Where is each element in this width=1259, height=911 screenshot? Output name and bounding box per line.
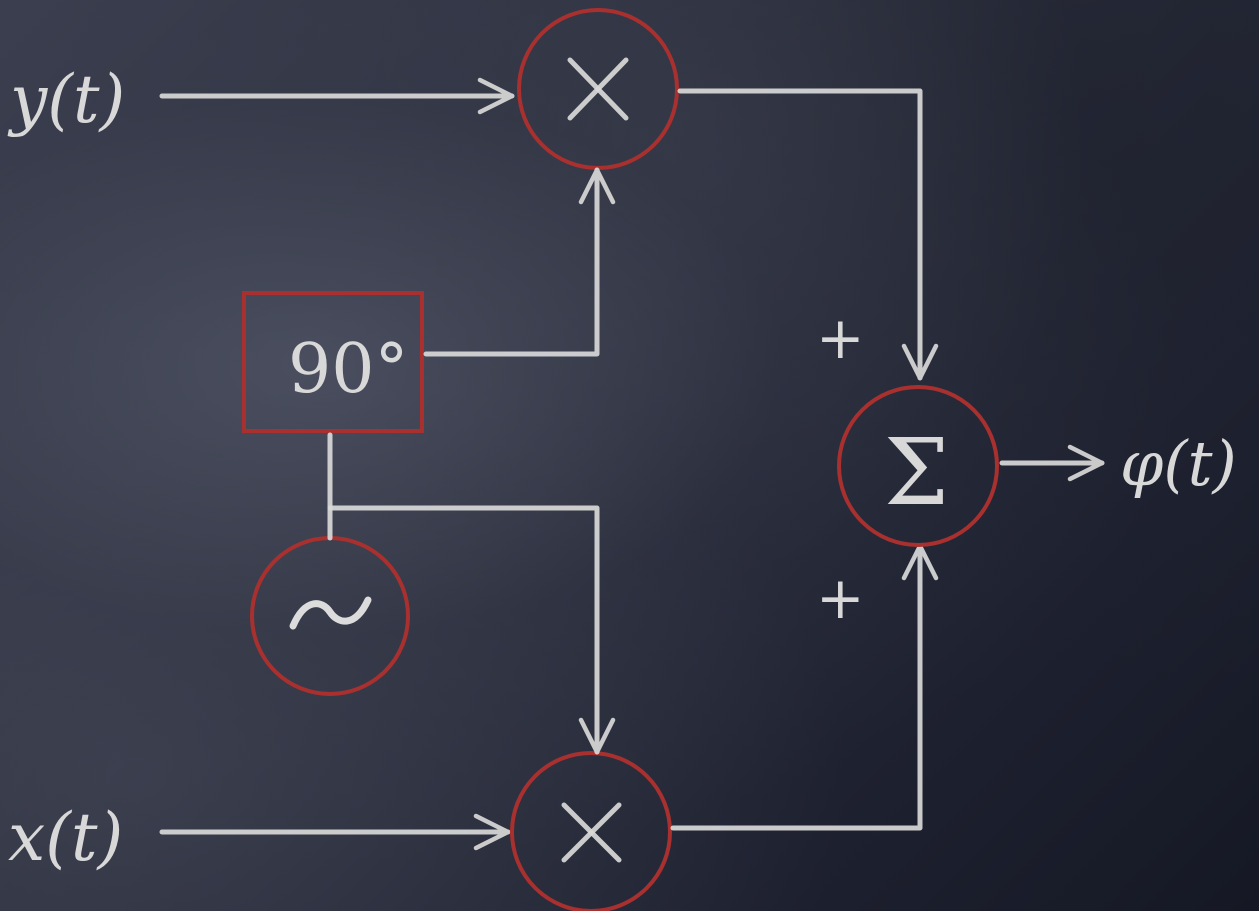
summer-circle — [837, 385, 999, 547]
plus-sign-top: + — [816, 304, 865, 372]
output-label: φ(t) — [1120, 427, 1237, 500]
input-y-label: y(t) — [7, 61, 125, 138]
arrow-bottom-multiplier-to-summer — [670, 543, 939, 831]
input-x-label: x(t) — [8, 799, 123, 876]
arrow-oscillator-to-bottom-multiplier — [327, 505, 616, 755]
arrow-phase-to-top-multiplier — [423, 167, 616, 357]
arrow-top-multiplier-to-summer — [677, 88, 939, 381]
phase-shift-block — [242, 291, 424, 433]
plus-sign-bottom: + — [816, 564, 865, 632]
phase-shift-label: 90° — [288, 330, 409, 409]
summer-sigma: Σ — [884, 419, 949, 526]
bottom-multiplier-cross-b — [561, 802, 622, 863]
sine-wave-icon — [289, 596, 372, 630]
top-multiplier-cross-b — [567, 57, 629, 121]
